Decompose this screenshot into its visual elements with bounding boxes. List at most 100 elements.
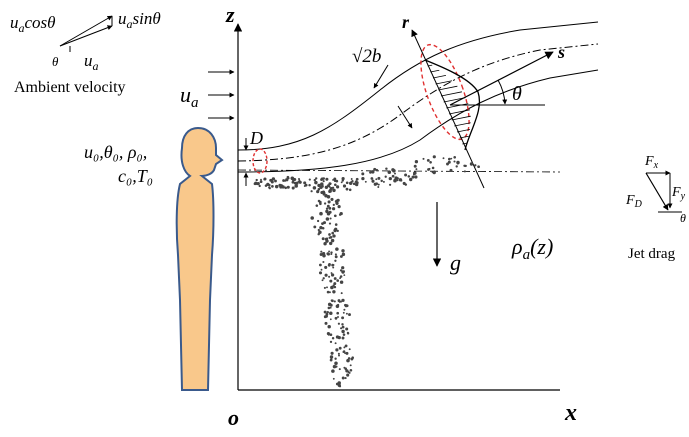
particle (449, 168, 453, 172)
particle (318, 271, 323, 275)
jet-centerline (237, 43, 599, 162)
particle (338, 354, 340, 357)
particle (345, 304, 349, 308)
particle (469, 162, 474, 166)
particle (342, 350, 346, 353)
particle (341, 249, 345, 253)
jet-width-marker: √2b (352, 46, 413, 129)
particle (321, 222, 324, 225)
particle (336, 303, 340, 307)
hatch-line (430, 69, 440, 73)
particle (335, 199, 339, 203)
particle (323, 315, 327, 319)
particle (331, 299, 334, 303)
particle (349, 181, 353, 185)
particle (297, 180, 300, 183)
particle (314, 180, 318, 185)
particle (371, 170, 375, 174)
particle (409, 177, 413, 182)
particle (319, 253, 323, 256)
particle (310, 190, 313, 193)
particle (345, 327, 349, 331)
particle (324, 265, 328, 269)
particle (342, 270, 346, 273)
particle (348, 313, 351, 317)
particle (268, 183, 271, 187)
gravity-marker: g (432, 202, 461, 275)
particle (477, 165, 480, 169)
hatch-line (462, 142, 467, 145)
particle (285, 178, 288, 181)
particle (334, 255, 338, 259)
jet-theta-label: θ (512, 83, 522, 105)
hatch-line (459, 135, 469, 139)
particle (303, 181, 307, 185)
particle (329, 340, 333, 344)
particle (453, 155, 457, 159)
particle (414, 175, 418, 179)
hatch-line (435, 80, 453, 85)
particle (394, 172, 396, 175)
particle (329, 241, 333, 246)
jet-plume (237, 21, 599, 174)
particle (325, 217, 330, 221)
particle (321, 279, 324, 282)
particle (339, 280, 344, 284)
particle (413, 164, 417, 168)
particle (341, 266, 345, 270)
particle (335, 348, 339, 352)
ua-cos-arrow (59, 25, 113, 47)
particle (329, 355, 334, 359)
particle (322, 277, 325, 280)
particle (333, 277, 337, 280)
particle (323, 202, 327, 205)
particle (352, 182, 356, 186)
particle (382, 180, 385, 183)
gravity-label: g (450, 250, 461, 275)
ua-sin-label: uasinθ (118, 9, 161, 31)
hatch-line (438, 85, 458, 91)
hatch-line (440, 91, 463, 97)
particle (341, 252, 346, 257)
particle (348, 188, 352, 192)
particle (290, 176, 295, 181)
particle (327, 306, 331, 310)
particle (321, 177, 324, 180)
particle (339, 255, 343, 258)
particle (330, 251, 333, 254)
particle (342, 333, 346, 336)
particle (325, 239, 329, 243)
particle (291, 180, 295, 184)
particle (326, 204, 330, 208)
particle (319, 211, 323, 216)
particle (344, 352, 347, 355)
particle (332, 377, 335, 380)
particle (317, 228, 320, 232)
particle (453, 160, 456, 163)
fd-arrow (645, 172, 669, 211)
particle (361, 172, 365, 176)
particle (456, 162, 459, 165)
particle (330, 285, 334, 290)
particle (332, 234, 336, 238)
particle (339, 211, 343, 216)
particle (323, 191, 326, 195)
particle (271, 177, 276, 181)
particle (271, 185, 274, 188)
profile-r-axis (411, 29, 485, 189)
particle (393, 178, 397, 183)
particle (333, 300, 336, 303)
particle (385, 167, 388, 170)
particle (324, 321, 328, 325)
particle (316, 190, 320, 194)
gaussian-profile (424, 59, 481, 151)
particle (346, 358, 350, 363)
ambient-flow-arrows: ua (180, 69, 235, 121)
particle (274, 184, 279, 189)
jet-drag-diagram: Fx Fy FD θ Jet drag (625, 154, 686, 262)
particle (349, 364, 352, 367)
particle (414, 160, 419, 164)
particle (345, 351, 349, 355)
particle (442, 157, 445, 160)
hatch-line (446, 103, 469, 109)
